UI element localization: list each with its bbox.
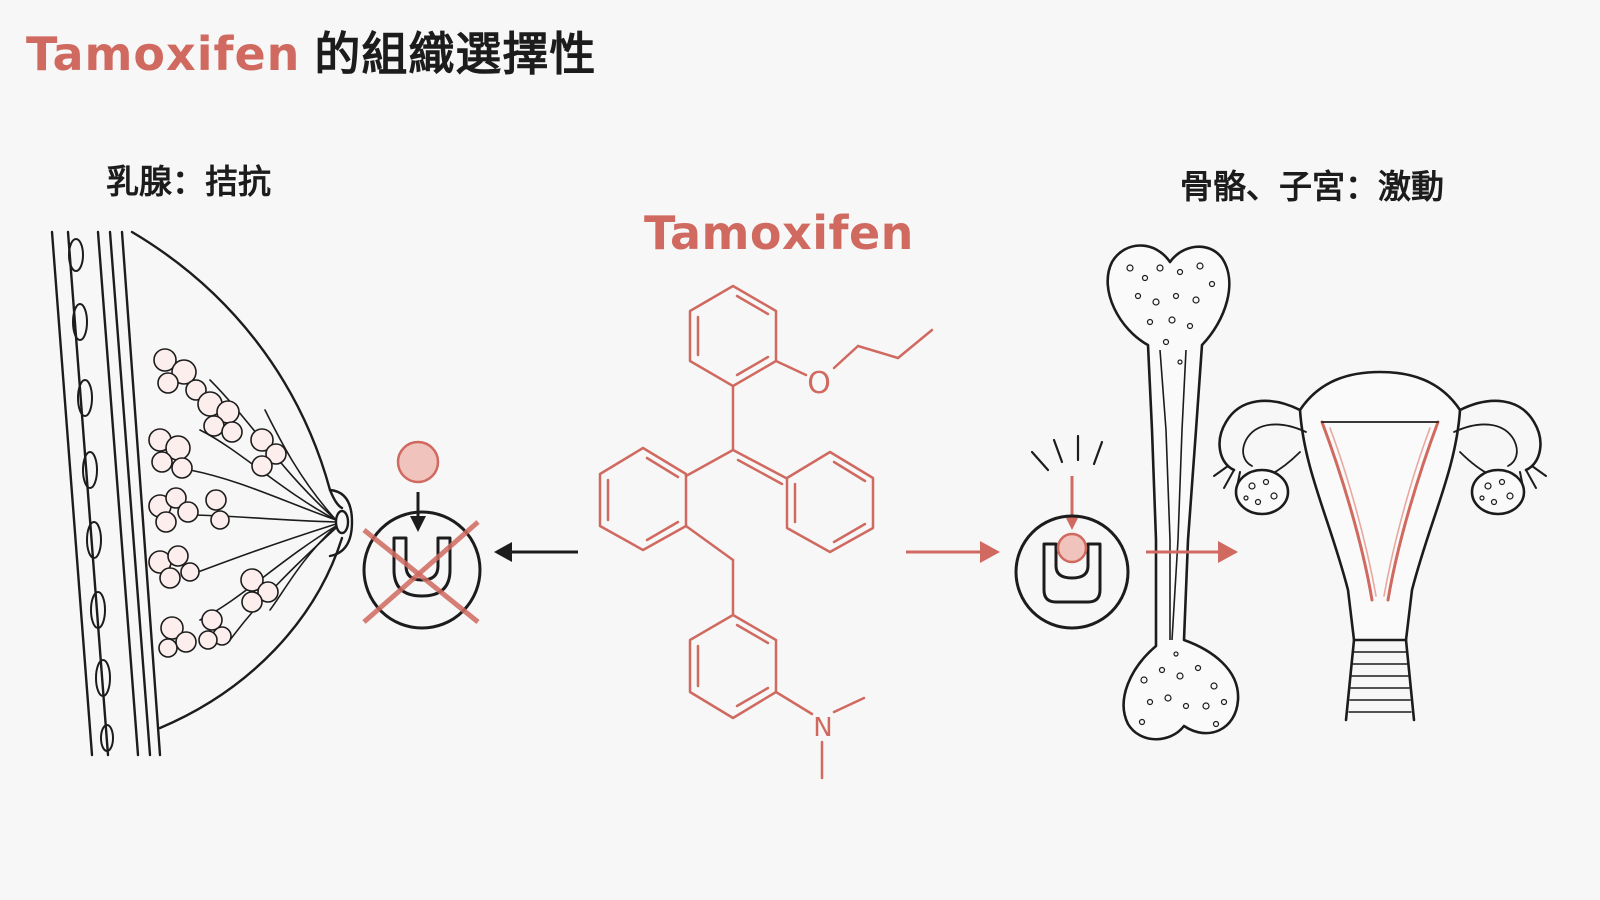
ligand-ball xyxy=(396,440,440,484)
receptor-pocket xyxy=(1042,542,1102,604)
femur-illustration xyxy=(1106,244,1240,741)
molecule-name: Tamoxifen xyxy=(644,206,914,260)
breast-illustration xyxy=(50,230,354,757)
activation-rays-icon xyxy=(1030,434,1104,472)
agonist-receptor xyxy=(1014,434,1130,630)
nitrogen-atom: N xyxy=(813,713,832,743)
receptor-cell-outline xyxy=(362,510,482,630)
bone-uterus-label: 骨骼、子宮：激動 xyxy=(1180,167,1444,206)
lobules xyxy=(148,348,287,658)
uterus-illustration xyxy=(1213,370,1547,722)
receptor-cell-outline xyxy=(1014,514,1130,630)
rib-ovals xyxy=(68,238,114,752)
left-ovary xyxy=(1234,468,1290,516)
ligand-ball xyxy=(1056,532,1088,564)
block-cross-icon xyxy=(362,528,480,624)
arrow-to-uterus xyxy=(1146,541,1238,563)
breast-label: 乳腺：拮抗 xyxy=(106,162,271,201)
title-drug-name: Tamoxifen xyxy=(26,27,301,81)
right-ovary xyxy=(1470,468,1526,516)
tamoxifen-structure xyxy=(598,284,934,780)
binding-arrowhead xyxy=(410,516,426,532)
oxygen-atom: O xyxy=(807,366,831,401)
title-rest: 的組織選擇性 xyxy=(314,27,597,81)
arrow-to-breast xyxy=(494,542,578,562)
cervix-rings xyxy=(1348,651,1412,713)
antagonist-receptor xyxy=(362,440,482,630)
block-cross-icon xyxy=(362,520,480,624)
spongy-bone-texture xyxy=(1126,262,1228,728)
arrow-to-bone xyxy=(906,541,1000,563)
